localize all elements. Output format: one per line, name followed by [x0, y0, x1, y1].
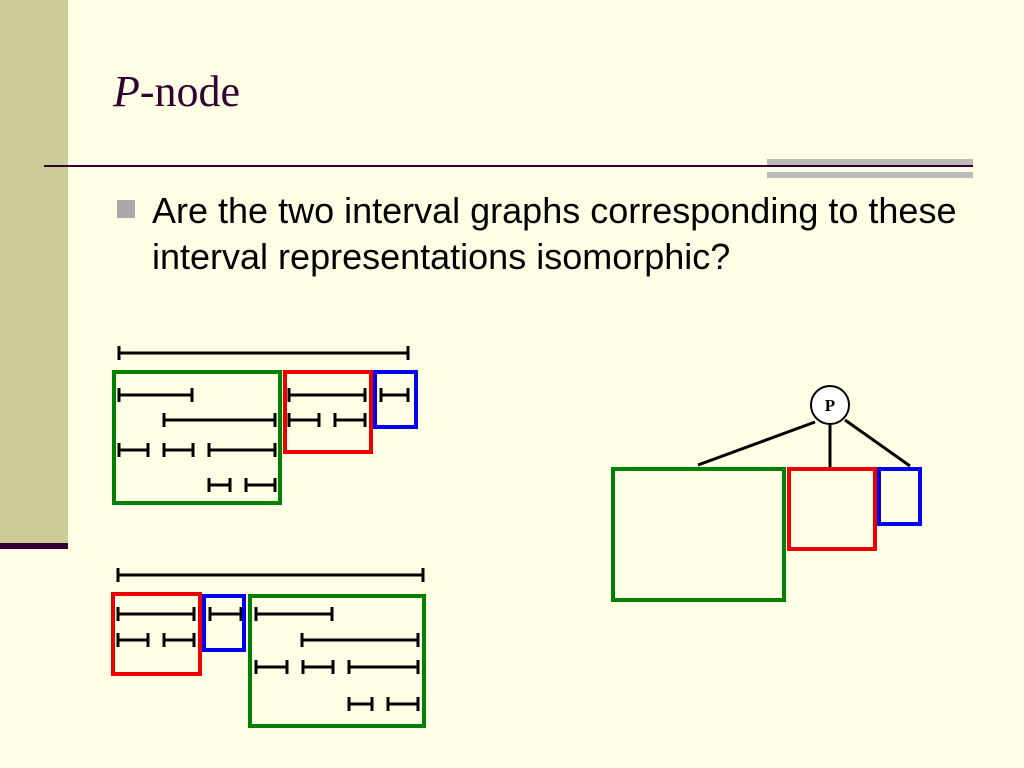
interval-segment	[333, 413, 367, 427]
interval-segment	[244, 478, 277, 492]
tree-blue-box	[877, 467, 922, 526]
tree-red-box	[787, 467, 877, 551]
blue-box-top	[373, 370, 418, 429]
title-italic-p: P	[113, 67, 140, 116]
tree-green-box	[611, 467, 786, 602]
interval-segment	[287, 388, 367, 402]
interval-segment	[301, 660, 335, 674]
interval-segment	[207, 478, 232, 492]
interval-segment	[117, 388, 194, 402]
red-box-bottom	[111, 592, 202, 676]
interval-segment	[207, 443, 277, 457]
red-box-top	[283, 370, 373, 454]
p-node-circle	[810, 385, 850, 425]
bullet-text: Are the two interval graphs correspondin…	[152, 190, 957, 277]
interval-segment	[347, 697, 374, 711]
interval-segment	[116, 607, 196, 621]
p-node-label: P	[825, 396, 835, 415]
interval-segment	[117, 443, 150, 457]
interval-segment	[386, 697, 420, 711]
interval-segment	[116, 568, 425, 582]
interval-segment	[300, 633, 420, 647]
interval-segment	[347, 660, 420, 674]
interval-segment	[116, 633, 150, 647]
interval-representations	[116, 346, 425, 711]
interval-segment	[208, 607, 243, 621]
green-box-top	[112, 370, 282, 505]
boxes-bottom-representation	[111, 592, 426, 728]
boxes-top-representation	[112, 370, 418, 505]
title-underline-accent	[767, 159, 973, 179]
slide-title: P-node	[113, 70, 240, 114]
tree-edge-right	[844, 418, 911, 468]
interval-segment	[254, 660, 289, 674]
blue-box-bottom	[202, 594, 246, 652]
left-decor-line	[0, 543, 68, 549]
title-underline	[44, 165, 973, 167]
interval-segment	[162, 633, 196, 647]
p-node-tree: P	[611, 385, 922, 602]
tree-edge-left	[697, 420, 816, 467]
title-rest: -node	[139, 67, 241, 116]
interval-segment	[117, 346, 410, 360]
interval-segment	[287, 413, 321, 427]
interval-segment	[162, 413, 277, 427]
bullet-square-icon	[117, 200, 135, 218]
left-decor-band	[0, 0, 68, 546]
interval-segment	[162, 443, 195, 457]
green-box-bottom	[248, 594, 426, 728]
interval-segment	[379, 388, 410, 402]
interval-segment	[254, 607, 334, 621]
